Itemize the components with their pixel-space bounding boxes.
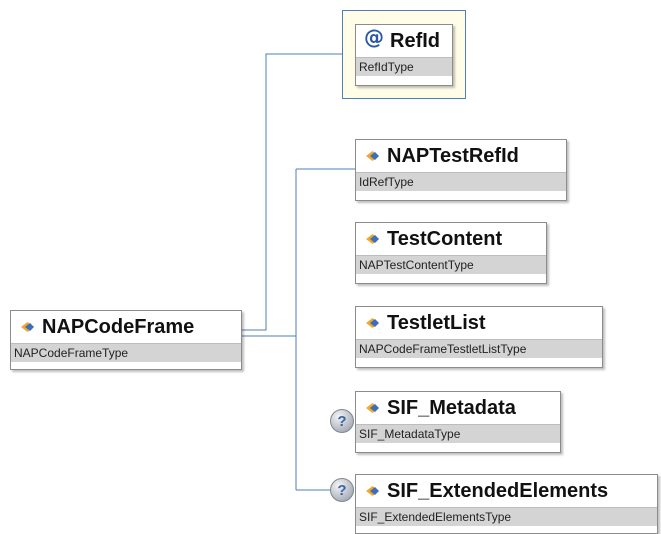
- child-type: IdRefType: [356, 172, 566, 191]
- attribute-at-icon: @: [364, 25, 384, 49]
- element-icon: [366, 486, 379, 496]
- child-name: TestContent: [387, 227, 503, 250]
- attribute-name: RefId: [390, 29, 440, 52]
- child-type: NAPCodeFrameTestletListType: [356, 339, 602, 358]
- child-name: NAPTestRefId: [387, 144, 519, 167]
- element-icon: [366, 403, 379, 413]
- attribute-type: RefIdType: [356, 57, 452, 76]
- child-type: SIF_ExtendedElementsType: [356, 507, 657, 526]
- element-icon: [366, 151, 379, 161]
- child-node-testcontent[interactable]: TestContent NAPTestContentType: [355, 222, 547, 284]
- attribute-node-refid[interactable]: @ RefId RefIdType: [355, 24, 453, 86]
- root-node-napcodeframe[interactable]: NAPCodeFrame NAPCodeFrameType: [10, 310, 242, 370]
- child-type: NAPTestContentType: [356, 255, 546, 274]
- child-node-testletlist[interactable]: TestletList NAPCodeFrameTestletListType: [355, 306, 603, 368]
- optional-question-icon: ?: [330, 478, 354, 502]
- child-node-sif-extendedelements[interactable]: SIF_ExtendedElements SIF_ExtendedElement…: [355, 474, 658, 534]
- element-icon: [366, 318, 379, 328]
- element-icon: [366, 234, 379, 244]
- child-type: SIF_MetadataType: [356, 424, 560, 443]
- element-icon: [21, 322, 34, 332]
- child-name: SIF_Metadata: [387, 396, 516, 419]
- optional-question-icon: ?: [330, 409, 354, 433]
- child-name: TestletList: [387, 311, 486, 334]
- child-node-sif-metadata[interactable]: SIF_Metadata SIF_MetadataType: [355, 391, 561, 453]
- root-type: NAPCodeFrameType: [11, 343, 241, 362]
- child-node-naptestrefid[interactable]: NAPTestRefId IdRefType: [355, 139, 567, 201]
- connector-root-to-attribute: [242, 53, 342, 331]
- root-name: NAPCodeFrame: [42, 315, 195, 338]
- child-name: SIF_ExtendedElements: [387, 479, 609, 502]
